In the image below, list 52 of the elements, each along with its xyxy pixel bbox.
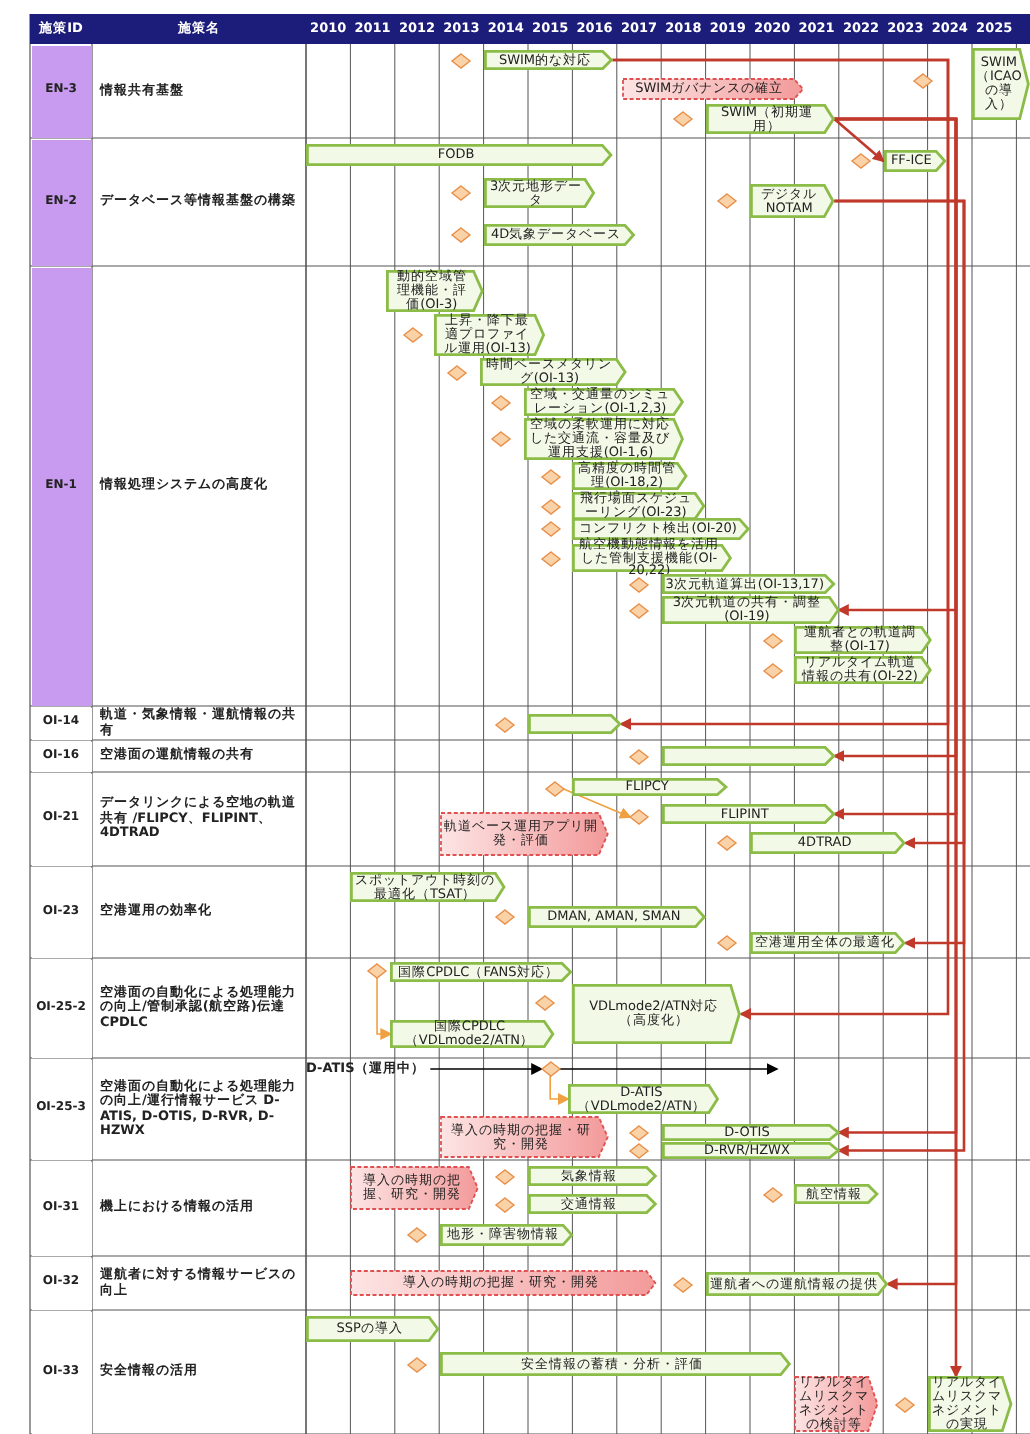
- arrow: [549, 1075, 570, 1105]
- arrow: [562, 788, 632, 819]
- process-bar: [572, 984, 742, 1044]
- process-bar: [483, 178, 595, 208]
- process-bar: [390, 1020, 555, 1048]
- process-bar: [572, 778, 728, 796]
- process-bar: [972, 48, 1030, 120]
- research-bar: [350, 1270, 657, 1296]
- process-bar: [750, 832, 906, 854]
- process-bar: [883, 150, 946, 172]
- process-bar: [705, 104, 835, 134]
- process-bar: [434, 314, 546, 356]
- process-bar: [661, 804, 835, 824]
- process-bar: [927, 1376, 1012, 1432]
- arrow: [833, 118, 885, 163]
- process-bar: [794, 626, 932, 654]
- process-bar: [483, 224, 635, 246]
- process-bar: [661, 574, 835, 594]
- process-bar: [750, 932, 906, 954]
- process-bar: [528, 1166, 657, 1186]
- process-bar: [661, 1124, 839, 1141]
- process-bar: [390, 962, 573, 982]
- process-bar: [572, 518, 750, 540]
- process-bar: [483, 50, 613, 70]
- arrow: [429, 1063, 544, 1075]
- arrow: [612, 58, 950, 1020]
- process-bar: [661, 746, 835, 766]
- process-bar: [385, 270, 484, 312]
- process-bar: [750, 184, 835, 218]
- process-bar: [528, 714, 622, 734]
- process-bar: [661, 1142, 839, 1159]
- arrow: [558, 1063, 779, 1075]
- milestone-diamond: [368, 964, 387, 978]
- process-bar: [528, 906, 706, 928]
- research-bar: [621, 78, 804, 100]
- process-bar: [794, 1184, 879, 1204]
- milestone-diamond: [545, 782, 564, 796]
- milestone-diamond: [630, 810, 648, 824]
- research-bar: [350, 1166, 480, 1210]
- process-bar: [306, 144, 613, 166]
- process-bar: [350, 872, 506, 902]
- process-bar: [528, 1194, 657, 1214]
- process-bar: [439, 1224, 573, 1246]
- research-bar: [794, 1376, 879, 1432]
- research-bar: [439, 812, 608, 856]
- process-bar: [705, 1272, 888, 1296]
- process-bar: [567, 1084, 719, 1114]
- process-bar: [439, 1352, 790, 1376]
- arrow: [376, 977, 393, 1040]
- process-bar: [306, 1316, 440, 1342]
- research-bar: [439, 1116, 608, 1158]
- milestone-diamond: [541, 1062, 560, 1076]
